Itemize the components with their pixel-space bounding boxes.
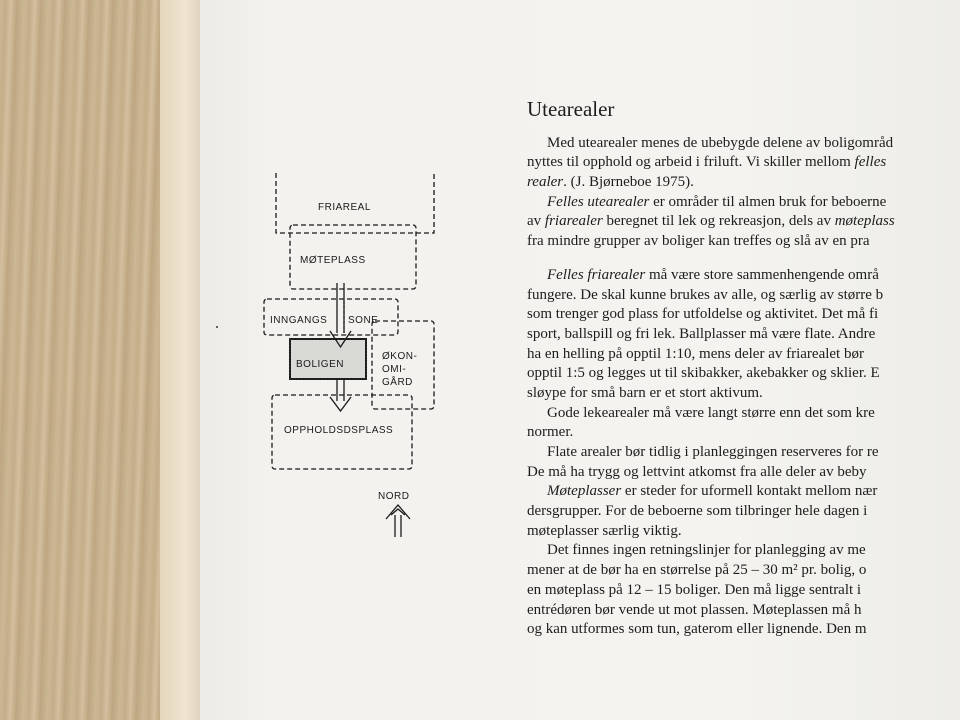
text-line: De må ha trygg og lettvint atkomst fra a… <box>527 463 867 480</box>
text-line: sløype for små barn er et stort aktivum. <box>527 384 763 401</box>
text-line: opptil 1:5 og legges ut til skibakker, a… <box>527 365 880 382</box>
text-line: fungere. De skal kunne brukes av alle, o… <box>527 286 884 303</box>
text-line: entrédøren bør vende ut mot plassen. Møt… <box>527 601 862 618</box>
text-line: Møteplasser er steder for uformell konta… <box>547 483 878 500</box>
text-line: av friarealer beregnet til lek og rekrea… <box>527 213 895 230</box>
section-heading: Utearealer <box>527 97 615 121</box>
text-line: en møteplass på 12 – 15 boliger. Den må … <box>527 581 862 598</box>
text-line: Med utearealer menes de ubebygde delene … <box>547 134 894 151</box>
label-okonomi-3: GÅRD <box>382 375 413 388</box>
wooden-table-surface <box>0 0 180 720</box>
inngangssone-zone <box>263 298 399 336</box>
label-nord: NORD <box>378 491 409 502</box>
text-line: dersgrupper. For de beboerne som tilbrin… <box>527 503 868 520</box>
site-diagram-svg: FRIAREAL MØTEPLASS INNGANGS SONE BOLIGEN… <box>263 173 435 537</box>
arrow-down-icon <box>329 283 352 349</box>
text-line: fra mindre grupper av boliger kan treffe… <box>527 233 870 250</box>
okonomigard-zone <box>371 320 435 410</box>
label-moteplass: MØTEPLASS <box>300 255 366 266</box>
text-line: og kan utformes som tun, gaterom eller l… <box>527 621 867 638</box>
text-line: Flate arealer bør tidlig i planleggingen… <box>547 444 879 461</box>
arrow-down-icon <box>329 379 352 413</box>
label-sone: SONE <box>348 315 378 326</box>
article-text: Utearealer Med utearealer menes de ubeby… <box>527 97 960 640</box>
label-okonomi-2: OMI- <box>382 364 406 375</box>
book-page-edge <box>160 0 206 720</box>
friareal-zone <box>275 173 435 234</box>
text-line: mener at de bør ha en størrelse på 25 – … <box>527 562 867 579</box>
boligen-block <box>289 338 367 380</box>
moteplass-zone <box>289 224 417 290</box>
text-line: nyttes til opphold og arbeid i friluft. … <box>527 154 887 171</box>
text-line: normer. <box>527 424 574 441</box>
label-boligen: BOLIGEN <box>296 359 344 370</box>
page-speck <box>216 326 218 328</box>
label-inngangs: INNGANGS <box>270 315 327 326</box>
text-line: Det finnes ingen retningslinjer for plan… <box>547 542 866 559</box>
text-line: Felles utearealer er områder til almen b… <box>547 193 887 210</box>
oppholdsplass-zone <box>271 394 413 470</box>
north-arrow-icon <box>385 504 411 537</box>
text-line: Gode lekearealer må være langt større en… <box>547 404 875 421</box>
label-oppholdsplass: OPPHOLDSDSPLASS <box>284 425 393 436</box>
label-friareal: FRIAREAL <box>318 202 371 213</box>
book-page: FRIAREAL MØTEPLASS INNGANGS SONE BOLIGEN… <box>200 0 960 720</box>
text-line: møteplasser særlig viktig. <box>527 522 682 539</box>
text-line: ha en helling på opptil 1:10, mens deler… <box>527 345 864 362</box>
label-okonomi-1: ØKON- <box>382 351 417 362</box>
text-line: Felles friarealer må være store sammenhe… <box>547 266 879 283</box>
text-line: realer. (J. Bjørneboe 1975). <box>527 174 694 191</box>
text-line: som trenger god plass for utfoldelse og … <box>527 306 879 323</box>
text-line: sport, ballspill og fri lek. Ballplasser… <box>527 325 876 342</box>
site-diagram: FRIAREAL MØTEPLASS INNGANGS SONE BOLIGEN… <box>260 165 450 555</box>
